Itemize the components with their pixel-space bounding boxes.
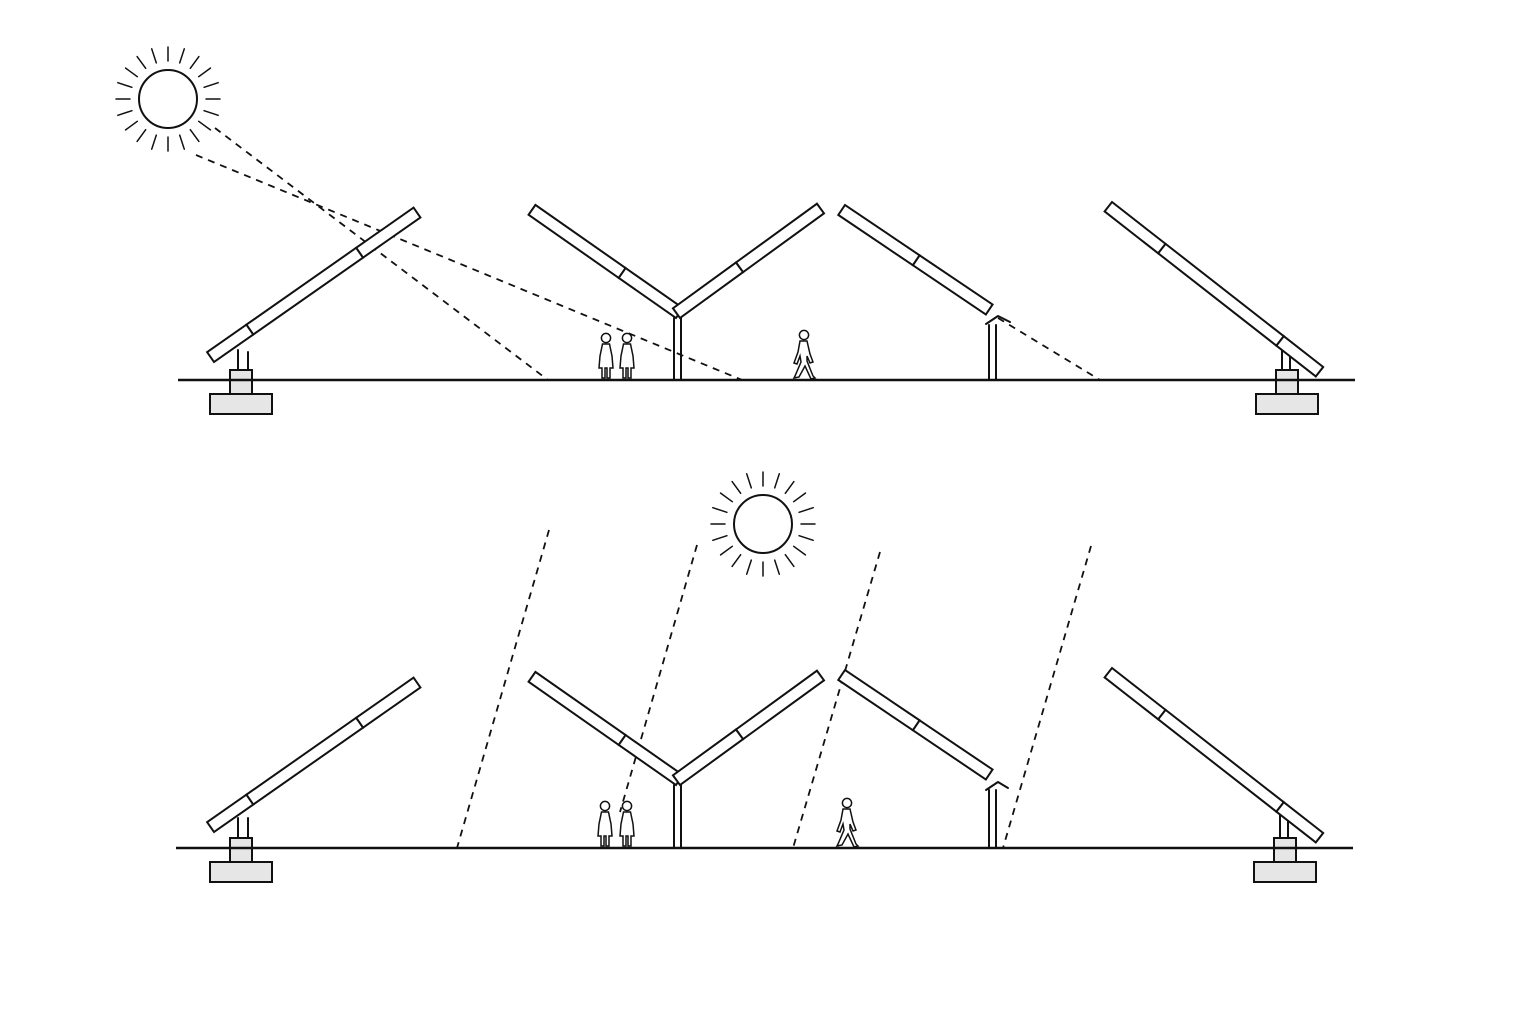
- high-sun-view: [176, 471, 1353, 883]
- solar-panel: [527, 203, 685, 320]
- sun-ray-group: [195, 127, 1101, 381]
- footing: [229, 369, 253, 397]
- right-center-canopy: [836, 668, 1009, 849]
- solar-panel: [671, 202, 826, 320]
- footing-base: [209, 861, 273, 883]
- footing: [229, 837, 253, 865]
- left-tracker: [205, 676, 422, 883]
- solar-panel: [205, 206, 422, 364]
- right-tracker: [1103, 200, 1325, 415]
- sun-icon: [710, 471, 816, 577]
- center-v-canopy: [527, 202, 826, 381]
- person-icon: [597, 800, 613, 847]
- sun-ray: [456, 529, 550, 849]
- center-v-canopy: [527, 669, 826, 849]
- sun-ray: [214, 127, 549, 381]
- person-icon: [619, 800, 635, 847]
- solar-panel: [205, 676, 422, 834]
- sun-icon: [115, 46, 222, 153]
- footing-base: [1255, 393, 1319, 415]
- solar-panel: [836, 668, 994, 781]
- sun-ray-group: [456, 529, 1092, 849]
- solar-panel: [527, 670, 685, 787]
- person-walking-icon: [793, 329, 816, 380]
- right-tracker: [1103, 666, 1325, 883]
- solar-panel: [836, 203, 994, 316]
- right-center-canopy: [836, 203, 1011, 381]
- canopy-bracket: [985, 315, 1011, 325]
- sun-ray: [195, 154, 743, 381]
- solar-panel: [1103, 200, 1325, 378]
- footing: [1275, 369, 1299, 397]
- footing-base: [209, 393, 273, 415]
- canopy-bracket: [985, 781, 1009, 791]
- low-sun-view: [115, 46, 1355, 415]
- left-tracker: [205, 206, 422, 415]
- sun-ray: [1002, 545, 1092, 849]
- footing: [1273, 837, 1297, 865]
- person-walking-icon: [836, 797, 859, 848]
- person-icon: [598, 332, 614, 379]
- footing-base: [1253, 861, 1317, 883]
- person-icon: [619, 332, 635, 379]
- solar-panel: [1103, 666, 1325, 844]
- solar-panel: [671, 669, 826, 787]
- sun-ray: [997, 317, 1101, 381]
